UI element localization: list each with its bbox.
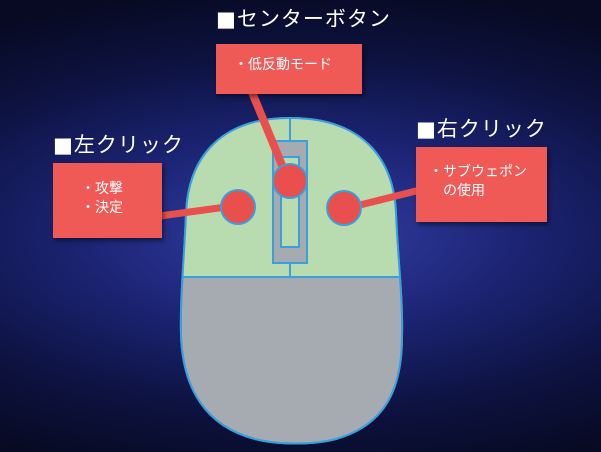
callout-right-line-2: の使用 [429,182,485,199]
marker-right-button [326,190,362,226]
callout-center-button: ・低反動モード [216,44,362,94]
marker-center-button [272,163,308,199]
callout-left-click: ・攻撃 ・決定 [53,163,162,238]
marker-left-button [220,189,256,225]
callout-right-line-1: ・サブウェポン [429,164,527,180]
heading-left-click: ■左クリック [53,133,184,157]
connector-left [159,203,227,220]
heading-right-click: ■右クリック [416,117,547,141]
connector-right [359,186,421,209]
callout-left-line-2: ・決定 [81,199,123,216]
heading-center-button: ■センターボタン [216,7,391,31]
callout-left-line-1: ・攻撃 [81,181,123,197]
callout-right-click: ・サブウェポン の使用 [416,147,547,222]
callout-center-line-1: ・低反動モード [234,57,332,73]
connector-center [245,83,288,172]
